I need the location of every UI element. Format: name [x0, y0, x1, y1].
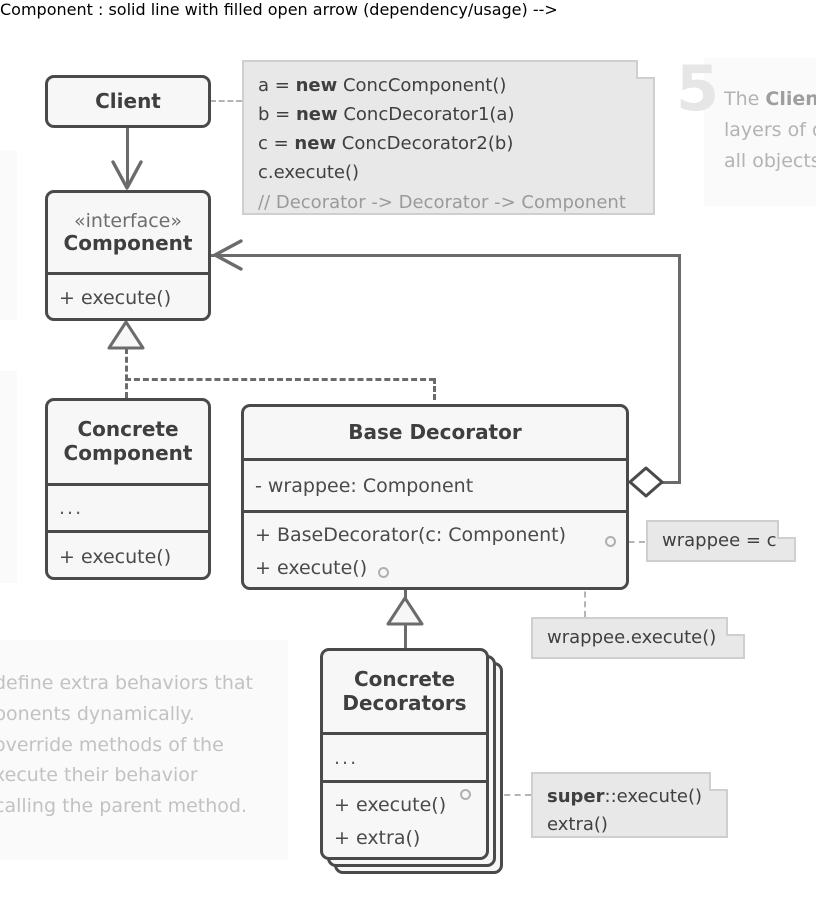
note-super-execute-line2: extra() [547, 813, 608, 835]
concrete-decorators-method-extra: + extra() [334, 827, 421, 849]
class-box-component[interactable]: «interface» Component + execute() [45, 190, 211, 321]
caption-line-1: The Client [724, 88, 816, 110]
connector-execute-to-note-v [584, 572, 586, 617]
note-super-execute: super::execute() extra() [531, 772, 728, 838]
code-line-2: b = new ConcDecorator1(a) [258, 104, 515, 126]
aggregation-segment-top [211, 254, 681, 257]
code-line-1: a = new ConcComponent() [258, 75, 507, 96]
note-wrappee-assign: wrappee = c [646, 520, 796, 562]
caption-line-2: layers of d [724, 118, 816, 141]
note-wrappee-execute-text: wrappee.execute() [547, 627, 717, 649]
class-box-concrete-component[interactable]: Concrete Component ... + execute() [45, 398, 211, 580]
arrowhead-aggregation-to-component [213, 239, 243, 271]
base-decorator-field-wrappee: - wrappee: Component [244, 458, 626, 510]
concrete-component-name-line2: Component [63, 441, 193, 465]
background-panel-left-lower [0, 371, 17, 583]
background-panel-left-upper [0, 150, 17, 320]
class-box-base-decorator[interactable]: Base Decorator - wrappee: Component + Ba… [241, 404, 629, 590]
blurb-line-3: override methods of the [0, 733, 224, 756]
lollipop-concrete-execute [460, 789, 471, 800]
connector-client-to-code-note [210, 100, 242, 102]
note-fold-corner [726, 617, 745, 636]
connector-realization-stem [125, 348, 128, 398]
blurb-line-1: define extra behaviors that [0, 672, 253, 694]
concrete-component-method-execute: + execute() [48, 530, 208, 577]
connector-realization-to-base-decorator [433, 378, 436, 400]
component-method-execute: + execute() [48, 272, 208, 318]
note-super-execute-line1: super::execute() [547, 786, 703, 807]
step-caption: 5 The Client layers of d all objects [676, 58, 816, 198]
class-box-concrete-decorators[interactable]: Concrete Decorators ... + execute() + ex… [320, 648, 489, 860]
step-caption-text: The Client layers of d all objects [724, 84, 816, 176]
connector-constructor-to-wrappee-note [618, 541, 645, 543]
background-panel-blurb [0, 640, 288, 860]
client-title: Client [48, 78, 208, 125]
base-decorator-title: Base Decorator [244, 407, 626, 458]
note-fold-corner [777, 520, 796, 539]
note-client-code: a = new ConcComponent() b = new ConcDeco… [242, 60, 655, 215]
note-wrappee-assign-text: wrappee = c [662, 530, 777, 552]
client-name: Client [95, 88, 161, 113]
description-blurb: define extra behaviors that ponents dyna… [0, 668, 294, 822]
code-line-3: c = new ConcDecorator2(b) [258, 133, 514, 155]
inheritance-triangle-component [107, 320, 145, 350]
concrete-decorators-title: Concrete Decorators [323, 651, 486, 732]
aggregation-diamond [628, 466, 664, 498]
connector-realization-crossbar [125, 378, 435, 381]
blurb-line-5: calling the parent method. [0, 795, 248, 818]
note-fold-corner [709, 772, 728, 791]
base-decorator-method-constructor: + BaseDecorator(c: Component) [255, 524, 566, 546]
concrete-decorators-method-execute: + execute() [334, 794, 447, 816]
concrete-decorators-methods: + execute() + extra() [323, 780, 486, 857]
concrete-component-name-line1: Concrete [77, 417, 179, 442]
blurb-line-2: ponents dynamically. [0, 702, 195, 725]
code-comment: // Decorator -> Decorator -> Component [258, 191, 626, 213]
aggregation-segment-vertical [678, 254, 681, 483]
blurb-line-4: xecute their behavior [0, 764, 198, 787]
component-stereotype: «interface» [74, 209, 182, 232]
base-decorator-methods: + BaseDecorator(c: Component) + execute(… [244, 510, 626, 587]
class-box-client[interactable]: Client [45, 75, 211, 128]
arrowhead-client-to-component [111, 160, 143, 190]
note-fold-corner [636, 60, 655, 79]
lollipop-base-execute [378, 567, 389, 578]
base-decorator-name: Base Decorator [348, 419, 522, 444]
code-line-4: c.execute() [258, 162, 360, 184]
concrete-decorators-name-line2: Decorators [342, 690, 467, 715]
note-wrappee-execute: wrappee.execute() [531, 617, 745, 659]
background-panel-caption [704, 58, 816, 206]
step-number: 5 [676, 52, 720, 125]
concrete-decorators-name-line1: Concrete [353, 666, 456, 691]
inheritance-triangle-base-decorator [386, 596, 424, 626]
aggregation-segment-right [660, 481, 681, 484]
concrete-component-fields: ... [48, 483, 208, 530]
caption-line-3: all objects [724, 149, 816, 172]
base-decorator-method-execute: + execute() [255, 557, 368, 579]
concrete-component-title: Concrete Component [48, 401, 208, 483]
lollipop-base-constructor [605, 536, 616, 547]
concrete-decorators-fields: ... [323, 732, 486, 780]
component-name: Component [63, 230, 193, 255]
connector-client-to-component [126, 127, 129, 185]
component-title: «interface» Component [48, 193, 208, 272]
